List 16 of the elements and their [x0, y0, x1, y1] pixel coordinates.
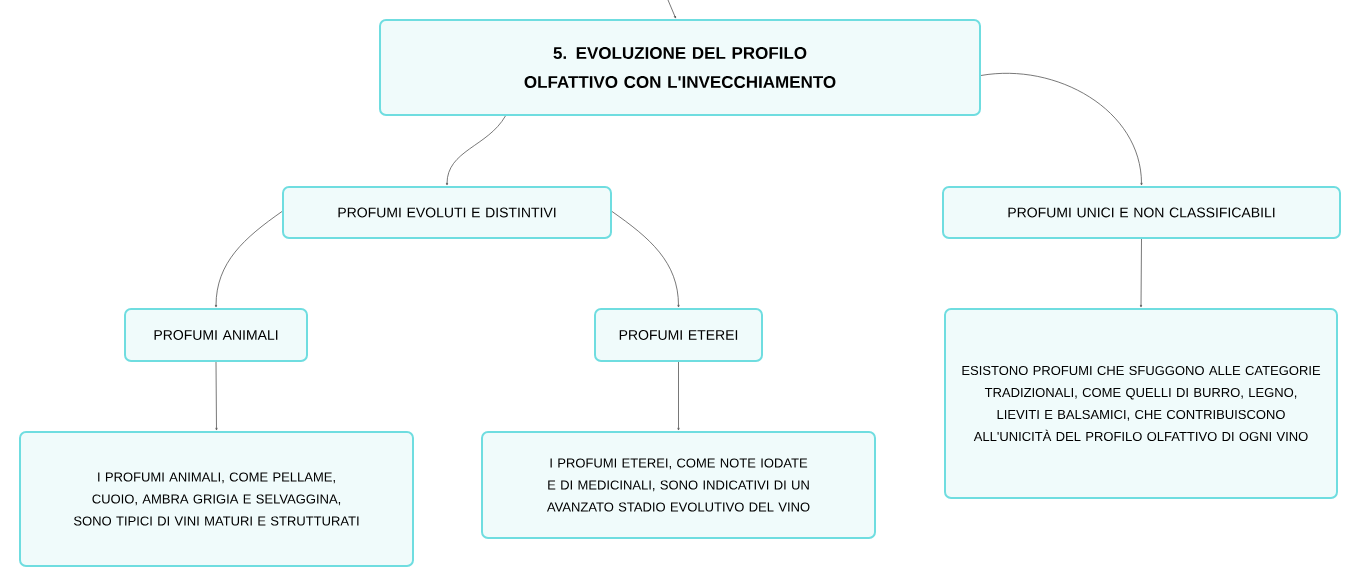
topic-box: PROFUMI EVOLUTI E DISTINTIVI [282, 186, 612, 239]
arrow [214, 211, 283, 308]
topic-box: PROFUMI ETEREI [594, 308, 763, 362]
arrow [667, 0, 676, 19]
arrow [445, 115, 506, 186]
topic-box: PROFUMI UNICI E NON CLASSIFICABILI [942, 186, 1341, 239]
text-box: ESISTONO PROFUMI CHE SFUGGONO ALLE CATEGORIE TRADIZIONALI, COME QUELLI DI BURRO, LEGNO, LIEVITI E BALSAMICI, CHE CONTRIBUISCONO ALL'UNICITÀ DEL PROFILO OLFATTIVO DI OGNI VINO [944, 308, 1338, 499]
text-box: I PROFUMI ANIMALI, COME PELLAME, CUOIO, AMBRA GRIGIA E SELVAGGINA, SONO TIPICI DI VINI MATURI E STRUTTURATI [19, 431, 414, 567]
arrow [611, 211, 680, 308]
title-box: 5. EVOLUZIONE DEL PROFILO OLFATTIVO CON L'INVECCHIAMENTO [379, 19, 981, 116]
arrow [215, 361, 218, 431]
topic-box: PROFUMI ANIMALI [124, 308, 308, 362]
arrow [980, 73, 1143, 186]
arrow [1139, 238, 1143, 308]
arrow [677, 361, 680, 431]
text-box: I PROFUMI ETEREI, COME NOTE IODATE E DI MEDICINALI, SONO INDICATIVI DI UN AVANZATO STADIO EVOLUTIVO DEL VINO [481, 431, 876, 539]
